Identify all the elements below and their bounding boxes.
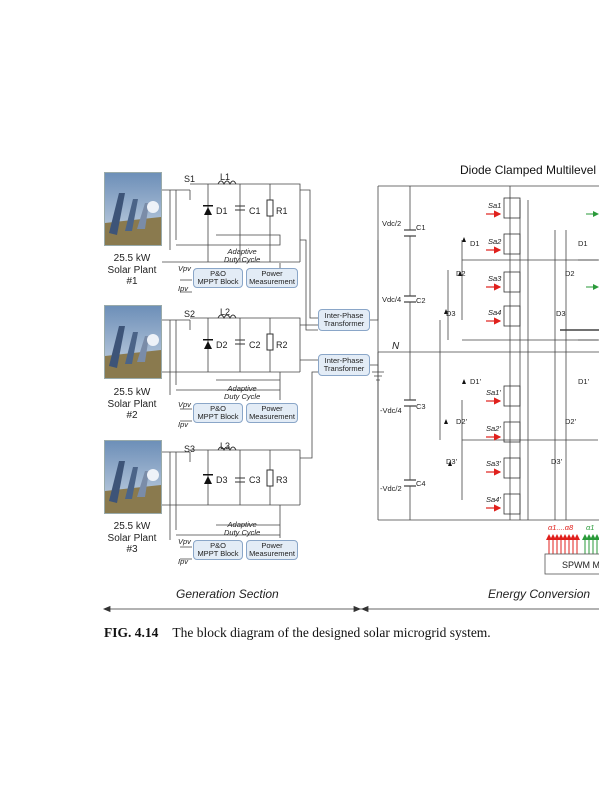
- capacitor-label: C2: [249, 340, 261, 350]
- vpv-label: Vpv: [178, 537, 191, 546]
- resistor-label: R3: [276, 475, 288, 485]
- capacitor-label: C1: [249, 206, 261, 216]
- dc-level-label: -Vdc/2: [380, 484, 402, 493]
- plant-name: Solar Plant: [107, 264, 157, 276]
- ipv-label: Ipv: [178, 284, 189, 293]
- plant-power: 25.5 kW: [113, 387, 151, 398]
- resistor-label: R2: [276, 340, 288, 350]
- neutral-label: N: [392, 341, 400, 352]
- switch-label: S1: [184, 174, 196, 184]
- switch-label: Sa2': [486, 424, 501, 433]
- inverter-title: Diode Clamped Multilevel: [460, 163, 597, 177]
- capacitor-label: C3: [249, 475, 261, 485]
- energy-conversion-label: Energy Conversion: [488, 587, 591, 601]
- caption-text: The block diagram of the designed solar …: [172, 625, 491, 640]
- inductor-label: L1: [220, 172, 231, 182]
- figure-caption: FIG. 4.14 The block diagram of the design…: [104, 625, 491, 641]
- dc-level-label: Vdc/4: [382, 295, 402, 304]
- dc-level-label: Vdc/2: [382, 219, 402, 228]
- right-leg-diode-label: D2: [565, 269, 575, 278]
- diode-label: D2: [216, 340, 228, 350]
- plant-power: 25.5 kW: [113, 253, 151, 264]
- plant-name: Solar Plant: [107, 532, 157, 544]
- switch-label: Sa4': [486, 495, 501, 504]
- caption-label: FIG. 4.14: [104, 625, 159, 640]
- plant-label-1: 25.5 kW Solar Plant #1: [97, 253, 167, 288]
- switch-label: Sa3': [486, 459, 501, 468]
- dc-capacitor-label: C2: [416, 296, 426, 305]
- switch-label: Sa4: [488, 308, 502, 317]
- inductor-label: L2: [220, 307, 231, 317]
- plant-number: #3: [126, 544, 138, 555]
- right-leg-diode-label: D3': [551, 457, 563, 466]
- resistor-label: R1: [276, 206, 288, 216]
- switch-label: Sa2: [488, 237, 502, 246]
- switch-label: Sa1: [488, 201, 502, 210]
- ipv-label: Ipv: [178, 557, 189, 566]
- switch-label: Sa1': [486, 388, 501, 397]
- generation-section-label: Generation Section: [176, 587, 279, 601]
- solar-plant-photo-3: [104, 440, 162, 514]
- pwm-label-green: α1: [586, 523, 595, 532]
- pwm-label-red: α1....α8: [548, 523, 574, 532]
- dc-capacitor-label: C1: [416, 223, 426, 232]
- solar-plant-photo-1: [104, 172, 162, 246]
- clamp-diode-label: D2': [456, 417, 468, 426]
- switch-label: Sa3: [488, 274, 502, 283]
- plant-power: 25.5 kW: [113, 521, 151, 532]
- dc-capacitor-label: C3: [416, 402, 426, 411]
- clamp-diode-label: D1: [470, 239, 480, 248]
- dc-capacitor-label: C4: [416, 479, 426, 488]
- diode-label: D3: [216, 475, 228, 485]
- spwm-block-label: SPWM M: [562, 560, 599, 570]
- diode-label: D1: [216, 206, 228, 216]
- right-leg-diode-label: D2': [565, 417, 577, 426]
- vpv-label: Vpv: [178, 264, 191, 273]
- plant-label-3: 25.5 kW Solar Plant #3: [97, 521, 167, 556]
- vpv-label: Vpv: [178, 400, 191, 409]
- solar-plant-photo-2: [104, 305, 162, 379]
- plant-name: Solar Plant: [107, 398, 157, 410]
- plant-number: #2: [126, 410, 138, 421]
- switch-label: S2: [184, 309, 196, 319]
- plant-label-2: 25.5 kW Solar Plant #2: [97, 387, 167, 422]
- clamp-diode-label: D3: [446, 309, 456, 318]
- clamp-diode-label: D1': [470, 377, 482, 386]
- ipv-label: Ipv: [178, 420, 189, 429]
- switch-label: S3: [184, 444, 196, 454]
- right-leg-diode-label: D3: [556, 309, 566, 318]
- clamp-diode-label: D3': [446, 457, 458, 466]
- inductor-label: L3: [220, 441, 231, 451]
- plant-number: #1: [126, 276, 138, 287]
- right-leg-diode-label: D1': [578, 377, 590, 386]
- clamp-diode-label: D2: [456, 269, 466, 278]
- right-leg-diode-label: D1: [578, 239, 588, 248]
- dc-level-label: -Vdc/4: [380, 406, 402, 415]
